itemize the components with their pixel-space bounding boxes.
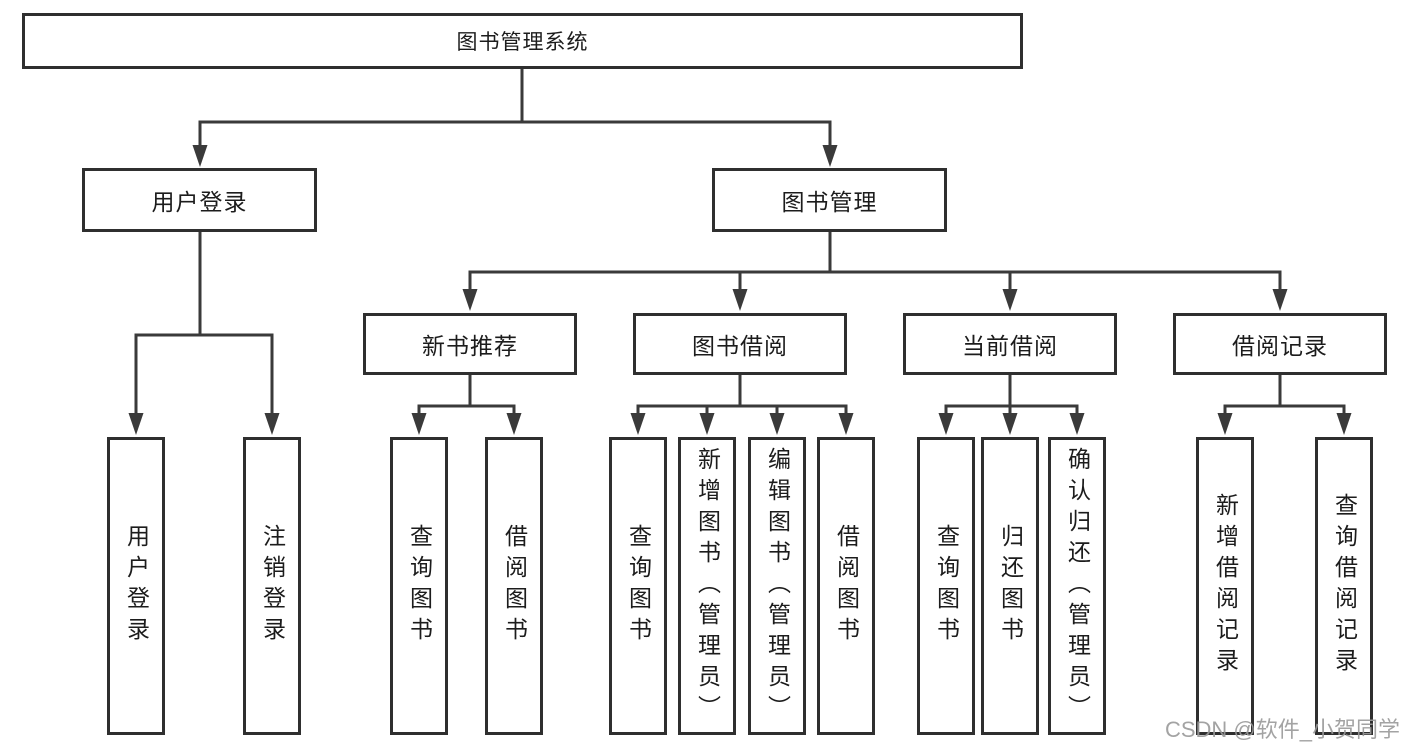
node-book-management: 图书管理 — [712, 168, 947, 232]
arrowheads — [128, 145, 1352, 435]
node-leaf-confirm-return-admin: 确认归还（管理员） — [1048, 437, 1106, 735]
node-leaf-query-book-borrow: 查询图书 — [609, 437, 667, 735]
node-leaf-logout: 注销登录 — [243, 437, 301, 735]
node-leaf-add-book-admin: 新增图书（管理员） — [678, 437, 736, 735]
node-leaf-user-login: 用户登录 — [107, 437, 165, 735]
csdn-watermark: CSDN @软件_小贺同学 — [1164, 717, 1400, 742]
node-book-borrow: 图书借阅 — [633, 313, 847, 375]
node-leaf-edit-book-admin: 编辑图书（管理员） — [748, 437, 806, 735]
node-leaf-add-borrow-record: 新增借阅记录 — [1196, 437, 1254, 735]
node-leaf-query-book-recommend: 查询图书 — [390, 437, 448, 735]
node-leaf-query-book-current: 查询图书 — [917, 437, 975, 735]
node-current-borrow: 当前借阅 — [903, 313, 1117, 375]
node-user-login: 用户登录 — [82, 168, 317, 232]
node-leaf-query-borrow-record: 查询借阅记录 — [1315, 437, 1373, 735]
node-new-book-recommend: 新书推荐 — [363, 313, 577, 375]
node-borrow-records: 借阅记录 — [1173, 313, 1387, 375]
node-leaf-return-book: 归还图书 — [981, 437, 1039, 735]
node-root-system: 图书管理系统 — [22, 13, 1023, 69]
node-leaf-borrow-book-recommend: 借阅图书 — [485, 437, 543, 735]
node-leaf-borrow-book: 借阅图书 — [817, 437, 875, 735]
